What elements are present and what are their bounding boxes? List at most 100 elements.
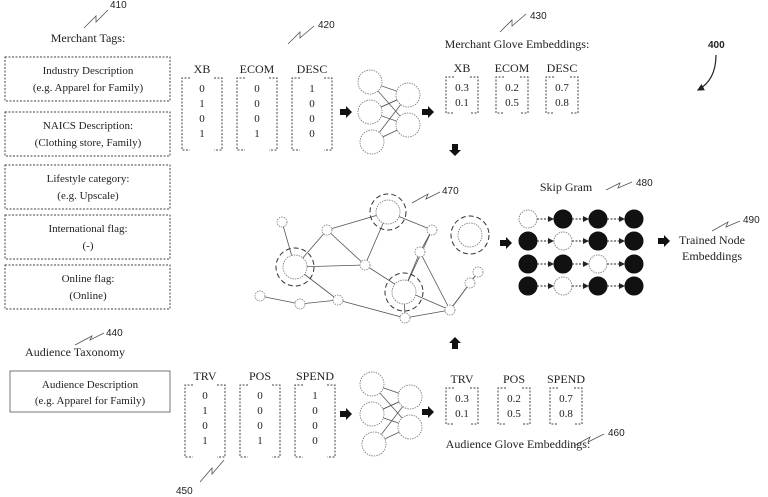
matrix-value: 0 (257, 390, 263, 402)
graph-edge (259, 295, 301, 305)
ref-440-label: 440 (106, 328, 123, 339)
matrix-value: 0.3 (455, 393, 469, 405)
graph-cluster-ring (275, 247, 315, 287)
matrix-value: 1 (199, 98, 205, 110)
arrow-right-icon (500, 237, 512, 249)
ref-400: 400 (696, 40, 725, 91)
matrix-value: 0.2 (507, 393, 521, 405)
matrix-value: 1 (202, 435, 208, 447)
matrix-header: SPEND (296, 369, 334, 383)
matrix-value: 0.8 (555, 97, 569, 109)
graph-cluster-node (282, 254, 308, 280)
ref-460-label: 460 (608, 428, 625, 439)
skip-gram-context-node (588, 276, 608, 296)
graph-node (464, 277, 476, 289)
graph-edge (419, 251, 451, 311)
matrix-value: 0.2 (505, 82, 519, 94)
graph-edge (404, 309, 451, 319)
merchant-glove-vector: ECOM 0.2 0.5 (495, 61, 530, 114)
matrix-value: 0 (254, 83, 260, 95)
graph-cluster-node (391, 279, 417, 305)
matrix-header: TRV (193, 369, 216, 383)
audience-description-box: Audience Description (e.g. Apparel for F… (9, 370, 171, 413)
matrix-header: ECOM (495, 61, 530, 75)
skip-gram-context-node (518, 276, 538, 296)
graph-node (444, 304, 456, 316)
merchant-glove-vector: XB0.30.1 (445, 61, 479, 114)
ref-490-label: 490 (743, 215, 760, 226)
merchant-tag-line2: (Online) (69, 290, 107, 302)
merchant-tag-box: NAICS Description: (Clothing store, Famil… (4, 111, 171, 157)
graph-node (294, 298, 306, 310)
graph-node (359, 259, 371, 271)
ref-400-label: 400 (708, 40, 725, 51)
audience-neural-network (359, 371, 423, 457)
merchant-tag-line2: (Clothing store, Family) (35, 137, 142, 149)
merchant-glove-title: Merchant Glove Embeddings: (445, 37, 590, 51)
graph-node (321, 224, 333, 236)
matrix-value: 1 (199, 128, 205, 140)
arrow-right-icon (658, 235, 670, 247)
skip-gram-context-node (518, 254, 538, 274)
ref-420-label: 420 (318, 20, 335, 31)
matrix-header: XB (194, 62, 211, 76)
matrix-value: 0 (202, 390, 208, 402)
audience-box-line2: (e.g. Apparel for Family) (35, 395, 146, 407)
ref-470-label: 470 (442, 186, 459, 197)
skip-gram-context-node (624, 254, 644, 274)
matrix-value: 0 (309, 128, 315, 140)
matrix-value: 0.5 (505, 97, 519, 109)
graph-cluster-ring (384, 272, 424, 312)
ref-410-label: 410 (110, 0, 127, 11)
ref-430-label: 430 (530, 11, 547, 22)
matrix-value: 1 (202, 405, 208, 417)
skip-gram-context-node (624, 209, 644, 229)
matrix-value: 0 (254, 113, 260, 125)
graph-cluster-ring (450, 215, 490, 255)
skip-gram-context-node (588, 209, 608, 229)
matrix-value: 0 (257, 420, 263, 432)
ref-420: 420 (287, 20, 335, 45)
arrow-right-icon (340, 106, 352, 118)
skip-gram-context-node (518, 231, 538, 251)
merchant-tag-box: Industry Description(e.g. Apparel for Fa… (4, 56, 171, 102)
ref-460: 460 (573, 428, 625, 447)
matrix-value: 0 (199, 83, 205, 95)
ref-470: 470 (411, 186, 459, 204)
matrix-value: 0 (257, 405, 263, 417)
merchant-tag-line1: International flag: (48, 223, 127, 235)
matrix-value: 1 (254, 128, 260, 140)
merchant-tag-box: International flag: (-) (4, 214, 171, 260)
matrix-value: 0 (254, 98, 260, 110)
audience-one-hot-vector: TRV 0 1 0 1 (184, 369, 226, 458)
matrix-value: 0 (312, 405, 318, 417)
arrow-right-icon (422, 406, 434, 418)
graph-edge (326, 229, 366, 266)
skip-gram-context-node (553, 209, 573, 229)
arrow-down-icon (449, 144, 461, 156)
audience-box-line1: Audience Description (42, 379, 139, 391)
matrix-value: 0.7 (559, 393, 573, 405)
ref-430: 430 (499, 11, 547, 33)
matrix-value: 0 (312, 420, 318, 432)
matrix-header: TRV (450, 372, 473, 386)
matrix-value: 1 (312, 390, 318, 402)
matrix-value: 0 (309, 113, 315, 125)
merchant-tag-line1: Online flag: (62, 273, 115, 285)
merchant-tag-line2: (-) (83, 240, 94, 252)
matrix-value: 0.1 (455, 97, 469, 109)
merchant-neural-network (357, 69, 421, 155)
ref-480: 480 (605, 178, 653, 191)
skip-gram-target-node (553, 276, 573, 296)
merchant-tag-line1: NAICS Description: (43, 120, 133, 132)
ref-440: 440 (74, 328, 123, 346)
matrix-value: 1 (309, 83, 315, 95)
matrix-value: 0 (202, 420, 208, 432)
matrix-header: DESC (297, 62, 328, 76)
merchant-tags-title: Merchant Tags: (51, 31, 126, 45)
graph-node (399, 312, 411, 324)
